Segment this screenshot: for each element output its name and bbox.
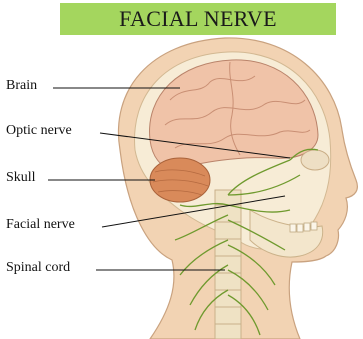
- label-facial-nerve: Facial nerve: [6, 217, 75, 233]
- diagram-title: FACIAL NERVE: [60, 3, 336, 35]
- spinal-column: [215, 190, 241, 339]
- label-skull: Skull: [6, 170, 36, 186]
- label-spinal-cord: Spinal cord: [6, 260, 70, 276]
- label-brain: Brain: [6, 78, 37, 94]
- eye-socket: [301, 150, 329, 170]
- label-optic-nerve: Optic nerve: [6, 123, 72, 139]
